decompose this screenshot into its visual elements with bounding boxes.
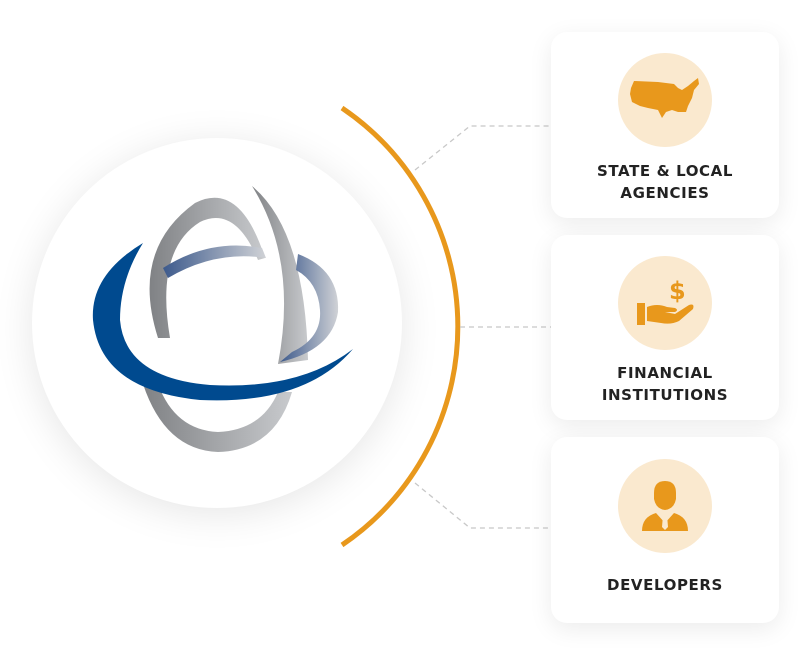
businessman-icon [642, 481, 688, 531]
card-developers[interactable]: DEVELOPERS [551, 437, 779, 623]
card-title-line-1: DEVELOPERS [607, 576, 723, 594]
card-title-line-1: STATE & LOCAL [596, 162, 734, 180]
hand-dollar-icon: $ [637, 277, 694, 325]
orange-arc [340, 105, 461, 548]
card-state-local-agencies[interactable]: STATE & LOCAL AGENCIES [551, 32, 779, 218]
card-financial-institutions[interactable]: $ FINANCIAL INSTITUTIONS [551, 235, 779, 420]
card-title: DEVELOPERS [551, 574, 779, 596]
card-title-line-2: AGENCIES [620, 184, 710, 202]
icon-badge [618, 459, 712, 553]
globe-orbit-logo-icon [92, 186, 353, 452]
usa-map-icon [630, 78, 699, 118]
icon-badge [618, 53, 712, 147]
card-title-line-2: INSTITUTIONS [601, 386, 729, 404]
icon-badge: $ [618, 256, 712, 350]
card-title: FINANCIAL INSTITUTIONS [551, 362, 779, 406]
dashed-connector-3 [414, 482, 551, 529]
card-title-line-1: FINANCIAL [617, 364, 713, 382]
dashed-connector-1 [414, 125, 551, 171]
svg-text:$: $ [669, 277, 686, 305]
card-title: STATE & LOCAL AGENCIES [551, 160, 779, 204]
